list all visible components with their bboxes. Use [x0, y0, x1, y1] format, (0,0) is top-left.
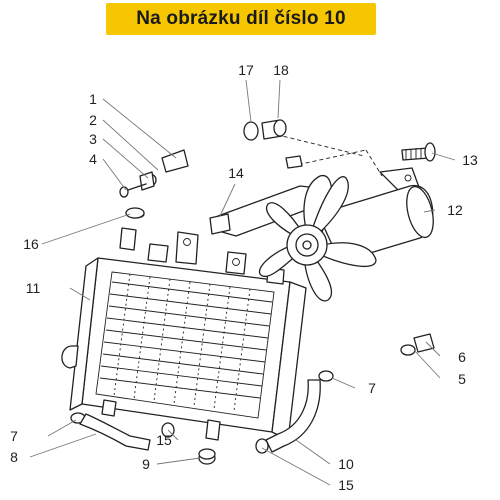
callout-5: 5 [458, 371, 466, 387]
nut-part-9 [198, 448, 216, 465]
callout-13: 13 [462, 152, 478, 168]
callout-12: 12 [447, 202, 463, 218]
callout-7-right: 7 [368, 380, 376, 396]
radiator-part-11 [61, 209, 307, 441]
callout-2: 2 [89, 112, 97, 128]
callout-1: 1 [89, 91, 97, 107]
fan-motor-part-12 [217, 167, 434, 302]
hose-part-10 [265, 379, 321, 453]
hose-part-8 [79, 413, 151, 451]
callout-15-right: 15 [338, 477, 354, 493]
sensor-assembly-parts-1-4 [119, 149, 189, 198]
callout-9: 9 [142, 456, 150, 472]
callout-7-left: 7 [10, 428, 18, 444]
washer-part-17 [243, 121, 259, 141]
bolt-part-18 [261, 119, 287, 140]
callout-11: 11 [26, 280, 41, 296]
callout-14: 14 [228, 165, 244, 181]
clamp-part-7-right [318, 370, 334, 382]
plug-parts-5-6 [400, 333, 435, 356]
screw-part-13 [401, 142, 436, 162]
page-title-banner: Na obrázku díl číslo 10 [106, 3, 376, 35]
callout-4: 4 [89, 151, 97, 167]
callout-8: 8 [10, 449, 18, 465]
page-title: Na obrázku díl číslo 10 [136, 8, 346, 29]
callout-17: 17 [238, 62, 254, 78]
callout-6: 6 [458, 349, 466, 365]
callout-3: 3 [89, 131, 97, 147]
bracket-part-14 [209, 213, 231, 235]
clamp-part-15-right [255, 438, 269, 454]
callout-18: 18 [273, 62, 289, 78]
callout-15-left: 15 [156, 432, 172, 448]
callout-10: 10 [338, 456, 354, 472]
callout-16: 16 [23, 236, 39, 252]
cap-part-16 [125, 207, 145, 219]
